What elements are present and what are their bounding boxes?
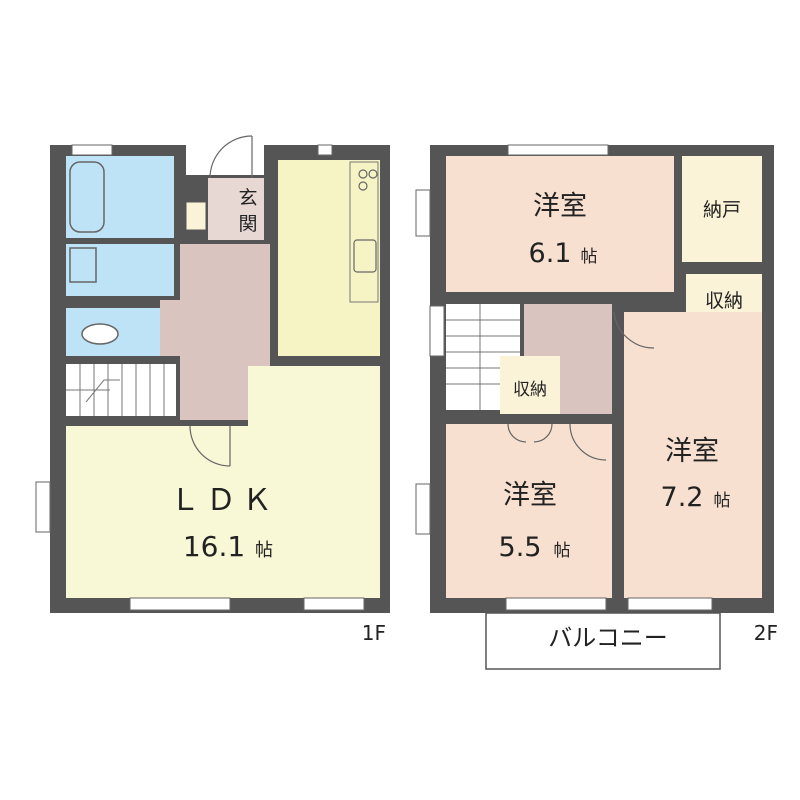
- window: [303, 597, 365, 611]
- window: [507, 144, 609, 156]
- ldk-size: 16.1: [183, 530, 245, 563]
- kitchen-counter: [349, 161, 379, 303]
- room-left: [446, 424, 612, 598]
- window: [505, 597, 607, 611]
- storage-center: [500, 356, 560, 414]
- room-top-size: 6.1: [529, 238, 572, 269]
- room-right-unit: 帖: [714, 491, 731, 511]
- entrance-label-2: 関: [238, 213, 257, 235]
- entrance-notch: [186, 145, 264, 175]
- window: [35, 481, 51, 533]
- window: [129, 597, 231, 611]
- toilet-icon: [81, 323, 119, 345]
- storage-right-label: 収納: [705, 290, 743, 312]
- closet-door-icon: [533, 423, 553, 443]
- window: [627, 597, 713, 611]
- window: [429, 305, 445, 357]
- entrance-label-1: 玄: [238, 187, 257, 209]
- room-top-unit: 帖: [581, 247, 598, 267]
- room-left-label: 洋室: [503, 480, 557, 511]
- room-top-label: 洋室: [533, 191, 587, 222]
- stairs-1f-steps: [66, 364, 165, 416]
- hallway-side: [160, 300, 184, 356]
- closet-top-label: 納戸: [703, 199, 741, 221]
- storage-center-label: 収納: [513, 380, 547, 400]
- ldk-room: [66, 426, 380, 598]
- closet-door-icon: [507, 423, 527, 443]
- floor2-name: 2F: [754, 621, 778, 645]
- room-right-size: 7.2: [661, 482, 704, 513]
- floor1-name: 1F: [362, 621, 386, 645]
- floor-2: 洋室 6.1 帖 納戸 収納 収納 洋室 5.5 帖 洋室 7.2 帖 バルコニ…: [415, 144, 778, 670]
- door-icon: [613, 311, 655, 349]
- bathtub-icon: [69, 161, 105, 233]
- door-icon: [189, 425, 231, 467]
- window: [415, 189, 431, 237]
- room-left-size: 5.5: [499, 532, 542, 563]
- balcony: [485, 612, 721, 670]
- closet-top: [682, 156, 762, 262]
- kitchen-sink-icon: [353, 239, 377, 273]
- ldk-upper: [248, 366, 380, 428]
- shoe-closet: [185, 201, 207, 231]
- stove-burner-icon: [358, 169, 368, 179]
- room-left-unit: 帖: [554, 541, 571, 561]
- floor-1: 玄 関 ＬＤＫ 16.1 帖 1F: [35, 135, 390, 645]
- ldk-unit: 帖: [255, 540, 273, 561]
- door-icon: [569, 423, 607, 461]
- sink-icon: [69, 247, 97, 283]
- stove-burner-icon: [358, 181, 368, 191]
- room-right: [624, 312, 762, 598]
- window: [317, 144, 333, 156]
- window: [415, 483, 431, 535]
- stove-burner-icon: [368, 169, 378, 179]
- entrance-door-icon: [209, 135, 253, 179]
- hallway-top: [180, 244, 242, 262]
- room-top: [446, 156, 674, 292]
- window: [71, 144, 113, 156]
- room-right-label: 洋室: [665, 436, 719, 467]
- balcony-label: バルコニー: [548, 624, 668, 652]
- entrance-area: [208, 178, 264, 240]
- ldk-label: ＬＤＫ: [170, 483, 278, 518]
